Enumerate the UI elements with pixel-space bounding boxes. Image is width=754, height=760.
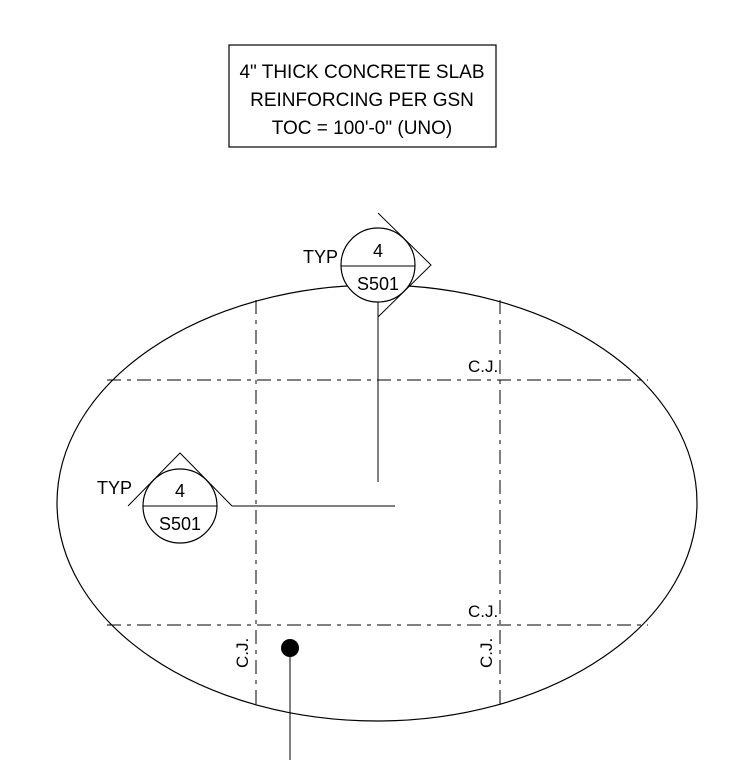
- note-leader: [281, 639, 299, 760]
- section-arrow-left: [127, 452, 233, 507]
- leader-dot: [281, 639, 299, 657]
- joint-label-vertical-right: C.J.: [477, 638, 496, 668]
- section-sheet-top: S501: [357, 274, 399, 294]
- note-line-2: REINFORCING PER GSN: [250, 90, 474, 111]
- joint-label-vertical-left: C.J.: [233, 638, 252, 668]
- note-box: [228, 44, 497, 148]
- section-number-left: 4: [175, 481, 185, 501]
- joint-label-lower-right: C.J.: [468, 602, 498, 621]
- general-note: 4" THICK CONCRETE SLAB REINFORCING PER G…: [228, 44, 497, 148]
- joint-label-upper-right: C.J.: [468, 357, 498, 376]
- section-typ-top: TYP: [303, 247, 338, 267]
- section-number-top: 4: [373, 241, 383, 261]
- section-bubble-top: [340, 227, 416, 303]
- section-sheet-left: S501: [159, 514, 201, 534]
- note-line-3: TOC = 100'-0" (UNO): [272, 118, 453, 139]
- section-arrow-top: [377, 212, 432, 318]
- section-marker-top: 4 S501 TYP: [303, 212, 432, 318]
- section-marker-left: 4 S501 TYP: [97, 452, 233, 544]
- note-line-1: 4" THICK CONCRETE SLAB: [239, 62, 484, 83]
- section-typ-left: TYP: [97, 478, 132, 498]
